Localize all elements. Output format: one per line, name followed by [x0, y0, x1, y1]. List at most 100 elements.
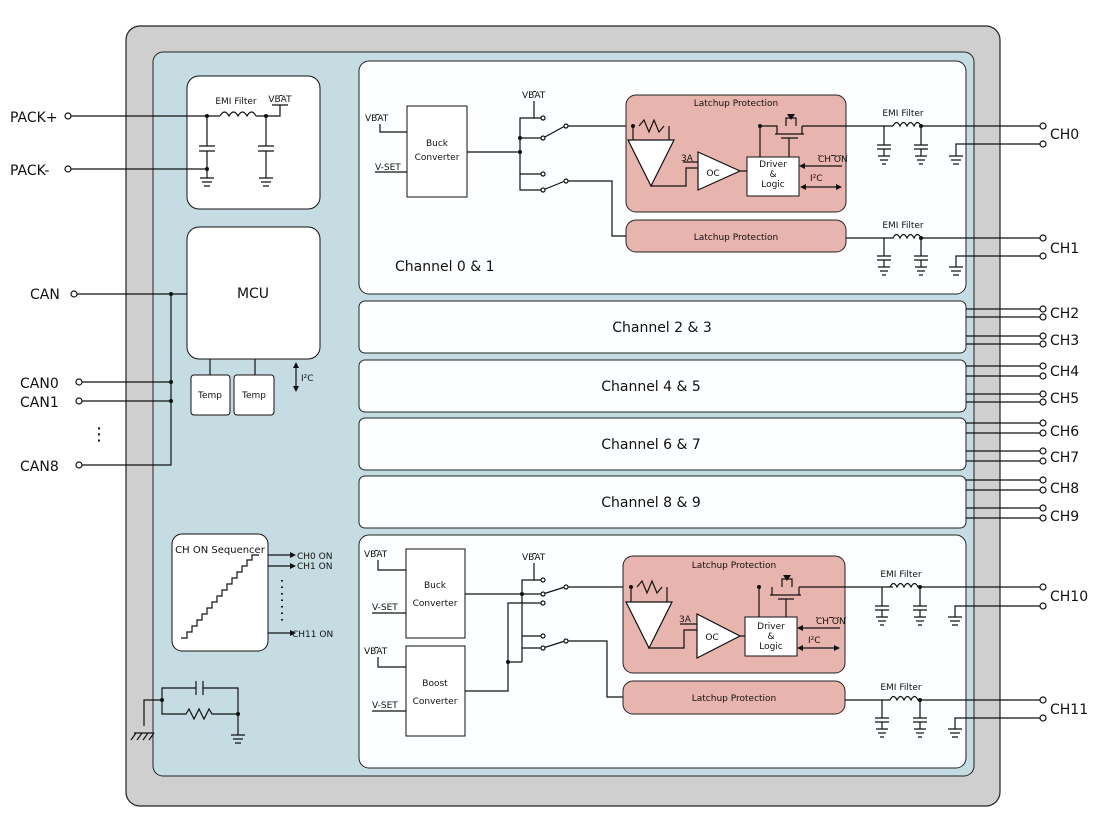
channel-2-3-label: Channel 2 & 3 [612, 320, 712, 336]
ch01-buck-vset: V-SET [375, 163, 401, 173]
sequencer-ch1-on: CH1 ON [297, 562, 332, 572]
can-label: CAN [30, 287, 60, 303]
ch3-label: CH3 [1050, 333, 1079, 349]
ch10-driver-l2: & [767, 632, 774, 642]
ch10-label: CH10 [1050, 589, 1088, 605]
ch0-oc-comparator-icon [697, 151, 742, 191]
input-emi-filter-label: EMI Filter [215, 97, 257, 107]
can0-label: CAN0 [20, 376, 59, 392]
ch0-i2c: I²C [810, 174, 823, 184]
ch0-driver-l3: Logic [761, 180, 785, 190]
chassis-ground-icon [130, 732, 155, 741]
sequencer-title: CH ON Sequencer [175, 545, 266, 556]
pack-plus-label: PACK+ [10, 110, 58, 126]
channel-8-9-panel [358, 475, 967, 529]
input-cap2-icon [258, 116, 274, 187]
ch10-emi-inductor [889, 582, 1040, 589]
ch0-driver-l1: Driver [759, 160, 787, 170]
ch10-i2c: I²C [808, 636, 821, 646]
ch1-pin [1039, 252, 1047, 260]
channel-0-1-label: Channel 0 & 1 [395, 259, 495, 275]
ch10-emi-label: EMI Filter [880, 570, 922, 580]
ch5-label: CH5 [1050, 391, 1079, 407]
ch10-driver-l1: Driver [757, 622, 785, 632]
ch0-pin [1039, 140, 1047, 148]
can-pin [70, 290, 78, 298]
ch6-pin [1039, 429, 1047, 437]
can1-label: CAN1 [20, 395, 59, 411]
ch11-latchup-protection [622, 680, 846, 715]
resistor-icon [161, 700, 238, 721]
ch6-pin [1039, 419, 1047, 427]
ch10-buck-vset: V-SET [372, 603, 398, 613]
ch11-pin [1039, 714, 1047, 722]
channel-4-5-label: Channel 4 & 5 [601, 379, 701, 395]
can0-pin [75, 378, 83, 386]
ch10-switch [534, 577, 772, 606]
ch4-pin [1039, 372, 1047, 380]
ch0-ch-on: CH ON [818, 155, 848, 165]
ch9-label: CH9 [1050, 509, 1079, 525]
ch0-shunt-resistor-icon [638, 118, 665, 134]
ch0-label: CH0 [1050, 127, 1079, 143]
input-inductor-icon [219, 111, 257, 118]
ch5-pin [1039, 398, 1047, 406]
ch0-latchup-label: Latchup Protection [694, 99, 779, 109]
ch10-pin [1039, 583, 1047, 591]
ch2-label: CH2 [1050, 306, 1079, 322]
temp-sensor-1 [190, 374, 231, 416]
ch10-mosfet-icon [770, 575, 801, 617]
pack-plus-pin [64, 112, 72, 120]
ch10-buck-line2: Converter [413, 599, 458, 609]
ch11-boost-converter [405, 645, 466, 737]
ch11-boost-line1: Boost [422, 679, 448, 689]
ch10-switch-vbat: VBAT [522, 553, 546, 563]
ch10-buck-converter [405, 548, 466, 639]
staircase-icon [181, 554, 259, 639]
ch0-driver-logic [746, 156, 800, 197]
ch0-mosfet-icon [760, 114, 804, 157]
ch11-emi-inductor [845, 695, 1040, 702]
ch10-pin [1039, 602, 1047, 610]
ch0-emi-inductor [892, 121, 1040, 128]
ch01-switch-vbat: VBAT [522, 91, 546, 101]
ch11-boost-line2: Converter [413, 697, 458, 707]
ch0-oc-label: OC [706, 169, 719, 179]
ch10-shunt-resistor-icon [636, 579, 663, 595]
ch9-pin [1039, 514, 1047, 522]
capacitor-icon [195, 681, 204, 695]
ch01-buck-converter [406, 105, 468, 198]
ch10-driver-logic [744, 616, 798, 657]
ch01-switch-a [534, 115, 760, 141]
channel-6-7-panel [358, 417, 967, 471]
ch5-pin [1039, 390, 1047, 398]
sequencer-ch11-on: CH11 ON [292, 630, 333, 640]
ch8-pin [1039, 476, 1047, 484]
ch10-oc-comparator-icon [696, 613, 742, 659]
ch7-pin [1039, 447, 1047, 455]
ch1-label: CH1 [1050, 241, 1079, 257]
can1-pin [75, 397, 83, 405]
mcu-block [186, 226, 321, 360]
temp-sensor-2 [233, 374, 275, 416]
ch11-switch [534, 633, 623, 698]
ch0-driver-l2: & [769, 170, 776, 180]
ch8-pin [1039, 486, 1047, 494]
temp-sensor-1-label: Temp [197, 391, 222, 401]
ch10-ch-on: CH ON [816, 617, 846, 627]
ch10-driver-l3: Logic [759, 642, 783, 652]
ch01-buck-line1: Buck [426, 139, 449, 149]
ch0-pin [1039, 122, 1047, 130]
ch10-buck-vbat: VBAT [364, 550, 388, 560]
ch11-boost-vset: V-SET [372, 701, 398, 711]
ch1-latchup-protection [625, 219, 847, 253]
ch1-emi-label: EMI Filter [882, 221, 924, 231]
ch11-label: CH11 [1050, 702, 1088, 718]
chassis-rc-network [130, 681, 245, 744]
ch1-pin [1039, 234, 1047, 242]
ch0-sense-amp-icon [627, 139, 675, 188]
can-ellipsis: ⋮ [90, 424, 108, 445]
ground-icon [231, 734, 245, 744]
